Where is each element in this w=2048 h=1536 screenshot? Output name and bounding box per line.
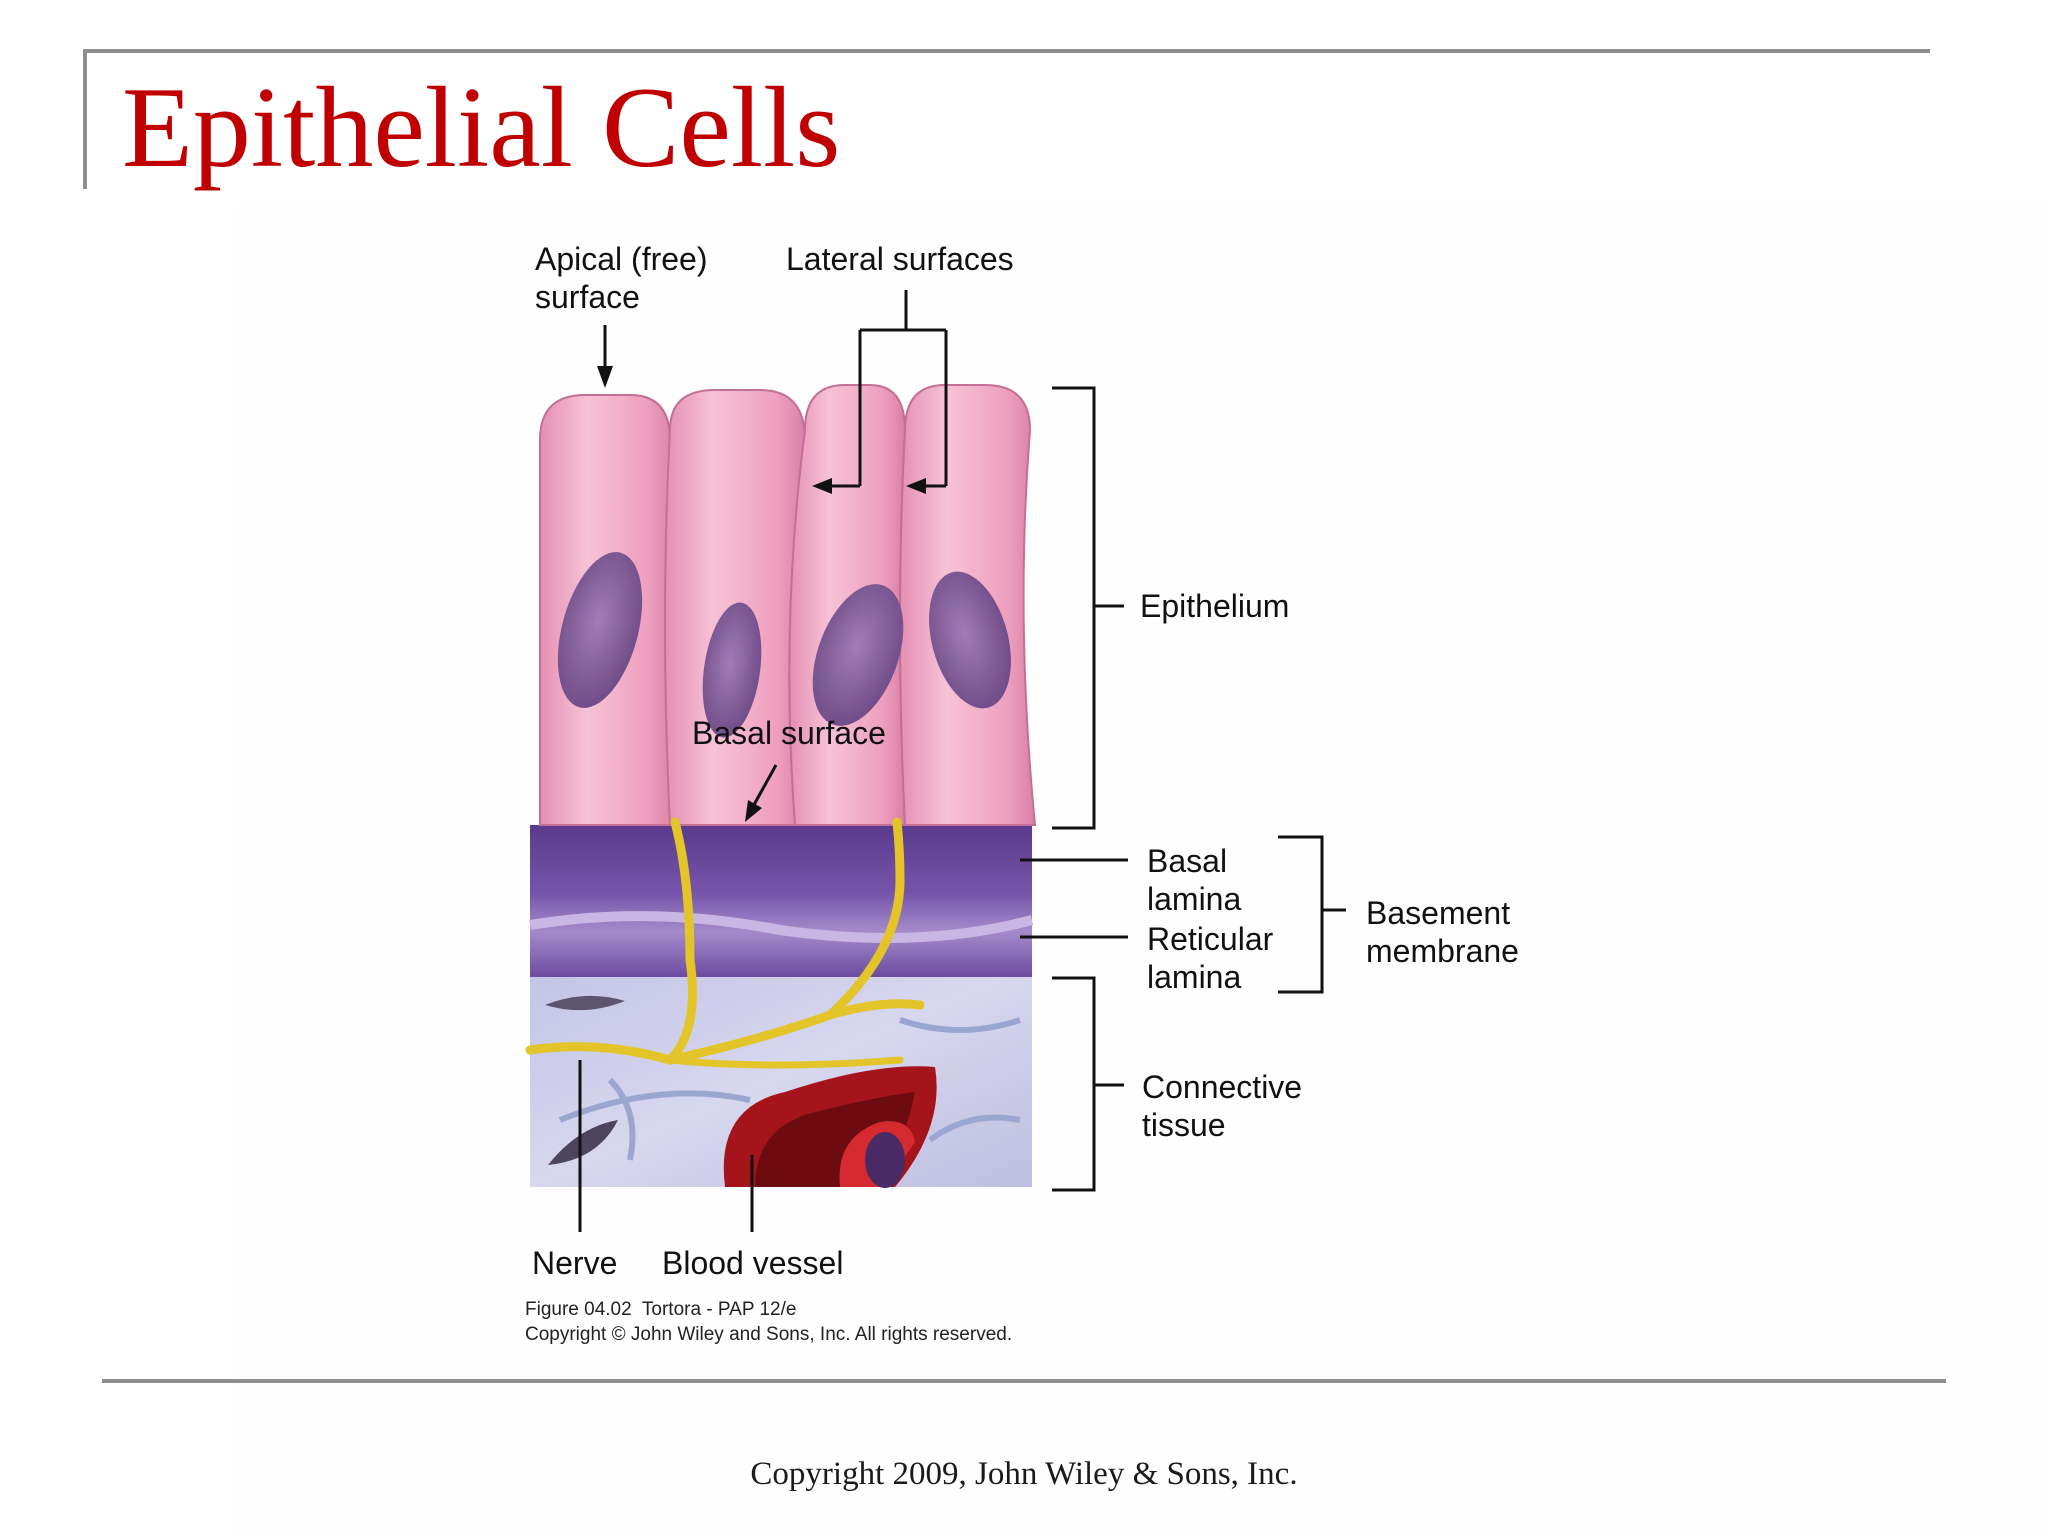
arrowheads <box>597 366 926 822</box>
white-blood-cell <box>865 1132 905 1188</box>
apical-surface-label: Apical (free) surface <box>535 241 708 315</box>
basal-surface-arrowhead <box>745 800 762 822</box>
nerve-fiber <box>525 817 697 1066</box>
figure-caption-line1: Figure 04.02 Tortora - PAP 12/e <box>525 1299 797 1320</box>
fibroblast <box>548 1120 618 1165</box>
top-rule <box>85 49 1930 53</box>
figure-caption-line2: Copyright © John Wiley and Sons, Inc. Al… <box>525 1324 1013 1345</box>
basal-lamina-label: Basal lamina <box>1147 843 1242 917</box>
pointer-lines <box>578 290 1346 1232</box>
slide-title: Epithelial Cells <box>122 64 841 192</box>
epithelium-label: Epithelium <box>1140 588 1290 624</box>
basement-membrane-label: Basement membrane <box>1366 895 1519 969</box>
connective-tissue-bracket <box>1052 976 1124 1192</box>
connective-tissue-label: Connective tissue <box>1142 1069 1303 1143</box>
epithelium-bracket <box>1052 386 1124 830</box>
nerve-fiber <box>825 817 905 1020</box>
reticular-lamina-label: Reticular lamina <box>1147 921 1274 995</box>
basal-surface-label: Basal surface <box>692 715 886 751</box>
basement-membrane-region <box>530 825 1032 977</box>
fibroblast <box>545 995 625 1011</box>
lateral-surfaces-label: Lateral surfaces <box>786 241 1014 277</box>
apical-arrowhead <box>597 366 613 388</box>
nucleus <box>929 571 1011 709</box>
slide-footer: Copyright 2009, John Wiley & Sons, Inc. <box>750 1456 1298 1492</box>
lateral-left-arrowhead <box>812 478 832 494</box>
fiber <box>558 1017 1021 1161</box>
left-rule <box>83 49 87 189</box>
nucleus <box>812 584 904 726</box>
nucleus <box>557 552 643 708</box>
nerve-fiber <box>666 1056 904 1069</box>
bottom-rule <box>102 1379 1946 1383</box>
reticular-lamina-band <box>529 911 1034 943</box>
nerve-fiber <box>665 999 925 1065</box>
lateral-right-arrowhead <box>906 478 926 494</box>
nerve-label: Nerve <box>532 1245 618 1281</box>
blood-vessel-label: Blood vessel <box>662 1245 844 1281</box>
nucleus <box>702 602 762 738</box>
basement-membrane-bracket <box>1278 835 1346 994</box>
